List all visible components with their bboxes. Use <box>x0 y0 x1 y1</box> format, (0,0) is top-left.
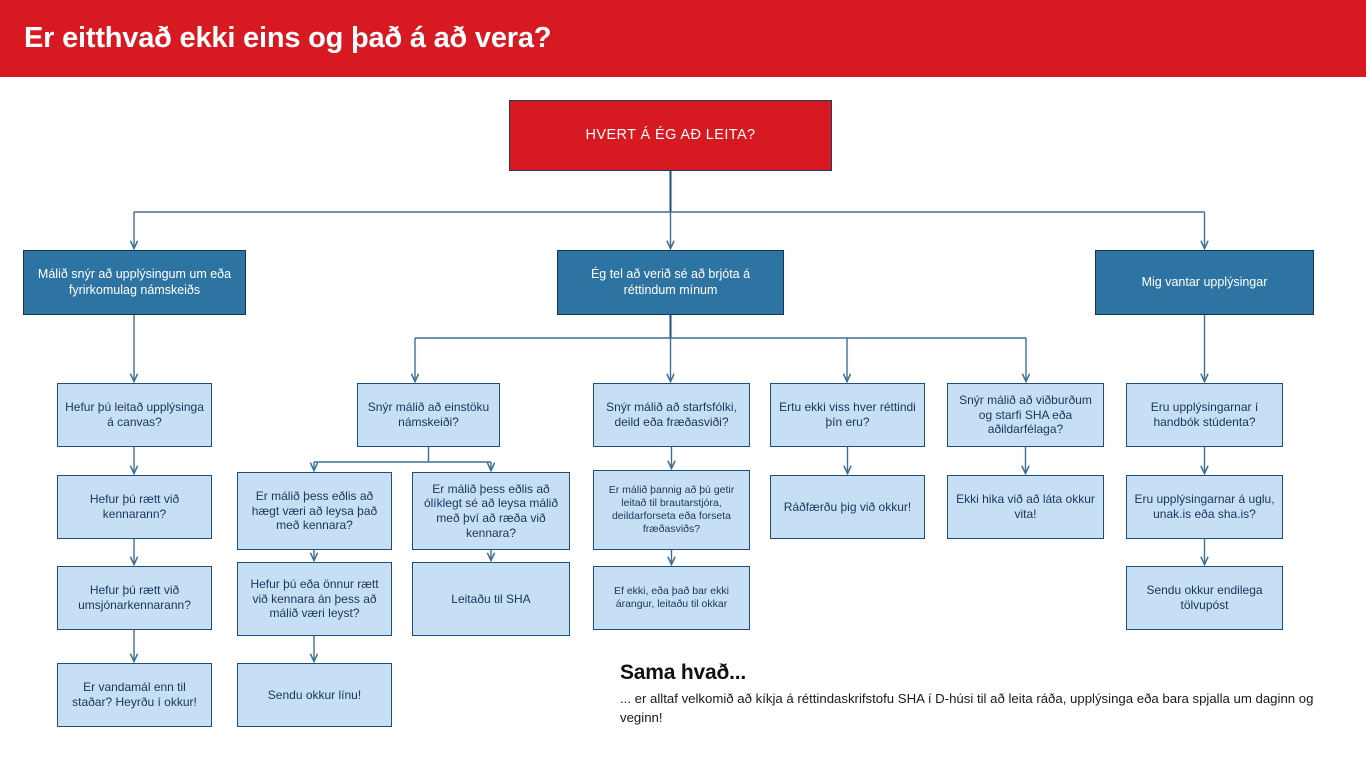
page-title: Er eitthvað ekki eins og það á að vera? <box>24 22 552 54</box>
flow-node-label: Sendu okkur línu! <box>267 687 362 702</box>
flow-node-label: Er málið þannig að þú getir leitað til b… <box>608 484 735 535</box>
flow-node-n17[interactable]: Ekki hika við að láta okkur vita! <box>947 475 1104 539</box>
flow-node-label: Er vandamál enn til staðar? Heyrðu í okk… <box>72 680 197 709</box>
flow-node-n15[interactable]: Ráðfærðu þig við okkur! <box>770 475 925 539</box>
flow-node-label: Mig vantar upplýsingar <box>1141 274 1268 289</box>
flow-node-label: Ráðfærðu þig við okkur! <box>783 499 912 514</box>
flow-node-n7[interactable]: Er málið þess eðlis að ólíklegt sé að le… <box>412 472 570 550</box>
flow-node-n8[interactable]: Hefur þú eða önnur rætt við kennara án þ… <box>237 562 392 636</box>
flow-node-label: HVERT Á ÉG AÐ LEITA? <box>585 126 756 143</box>
flow-node-n4[interactable]: Er vandamál enn til staðar? Heyrðu í okk… <box>57 663 212 727</box>
flow-node-label: Málið snýr að upplýsingum um eða fyrirko… <box>37 267 232 297</box>
flow-node-n10[interactable]: Sendu okkur línu! <box>237 663 392 727</box>
flow-node-label: Leitaðu til SHA <box>451 591 531 606</box>
flow-node-label: Sendu okkur endilega tölvupóst <box>1146 583 1263 612</box>
flow-node-label: Snýr málið að viðburðum og starfi SHA eð… <box>959 393 1092 437</box>
flow-node-label: Ég tel að verið sé að brjóta á réttindum… <box>590 267 751 297</box>
flow-node-n14[interactable]: Ertu ekki viss hver réttindi þín eru? <box>770 383 925 447</box>
footer-body: ... er alltaf velkomið að kíkja á réttin… <box>620 691 1314 726</box>
flow-node-n3[interactable]: Hefur þú rætt við umsjónarkennarann? <box>57 566 212 630</box>
flow-node-n6[interactable]: Er málið þess eðlis að hægt væri að leys… <box>237 472 392 550</box>
flow-node-label: Hefur þú leitað upplýsinga á canvas? <box>65 400 204 429</box>
flow-node-n1[interactable]: Hefur þú leitað upplýsinga á canvas? <box>57 383 212 447</box>
flow-node-label: Er málið þess eðlis að hægt væri að leys… <box>251 489 378 533</box>
flow-node-label: Snýr málið að einstöku námskeiði? <box>367 400 490 429</box>
flow-node-n12[interactable]: Er málið þannig að þú getir leitað til b… <box>593 470 750 550</box>
header-bar: Er eitthvað ekki eins og það á að vera? <box>0 0 1366 77</box>
flow-node-l2-c[interactable]: Mig vantar upplýsingar <box>1095 250 1314 315</box>
flow-node-label: Ertu ekki viss hver réttindi þín eru? <box>779 400 916 429</box>
footer-heading: Sama hvað... <box>620 661 746 684</box>
flow-node-n19[interactable]: Eru upplýsingarnar á uglu, unak.is eða s… <box>1126 475 1283 539</box>
flow-node-label: Snýr málið að starfsfólki, deild eða fræ… <box>606 400 737 429</box>
flow-node-label: Ekki hika við að láta okkur vita! <box>956 492 1095 521</box>
flow-node-n2[interactable]: Hefur þú rætt við kennarann? <box>57 475 212 539</box>
flow-node-label: Hefur þú eða önnur rætt við kennara án þ… <box>250 577 379 621</box>
flow-node-l2-a[interactable]: Málið snýr að upplýsingum um eða fyrirko… <box>23 250 246 315</box>
flow-node-label: Eru upplýsingarnar í handbók stúdenta? <box>1150 400 1259 429</box>
flow-node-n13[interactable]: Ef ekki, eða það bar ekki árangur, leita… <box>593 566 750 630</box>
flow-node-l2-b[interactable]: Ég tel að verið sé að brjóta á réttindum… <box>557 250 784 315</box>
flow-node-n16[interactable]: Snýr málið að viðburðum og starfi SHA eð… <box>947 383 1104 447</box>
footer-note: Sama hvað... ... er alltaf velkomið að k… <box>620 661 1320 727</box>
flow-node-n9[interactable]: Leitaðu til SHA <box>412 562 570 636</box>
flow-node-label: Ef ekki, eða það bar ekki árangur, leita… <box>614 585 729 610</box>
flow-node-root[interactable]: HVERT Á ÉG AÐ LEITA? <box>509 100 832 171</box>
flow-node-label: Hefur þú rætt við umsjónarkennarann? <box>78 583 191 612</box>
flow-node-label: Eru upplýsingarnar á uglu, unak.is eða s… <box>1134 492 1275 521</box>
flow-node-label: Er málið þess eðlis að ólíklegt sé að le… <box>423 481 559 540</box>
flow-node-n5[interactable]: Snýr málið að einstöku námskeiði? <box>357 383 500 447</box>
flow-node-label: Hefur þú rætt við kennarann? <box>89 492 180 521</box>
flow-node-n18[interactable]: Eru upplýsingarnar í handbók stúdenta? <box>1126 383 1283 447</box>
flow-node-n11[interactable]: Snýr málið að starfsfólki, deild eða fræ… <box>593 383 750 447</box>
flow-node-n20[interactable]: Sendu okkur endilega tölvupóst <box>1126 566 1283 630</box>
